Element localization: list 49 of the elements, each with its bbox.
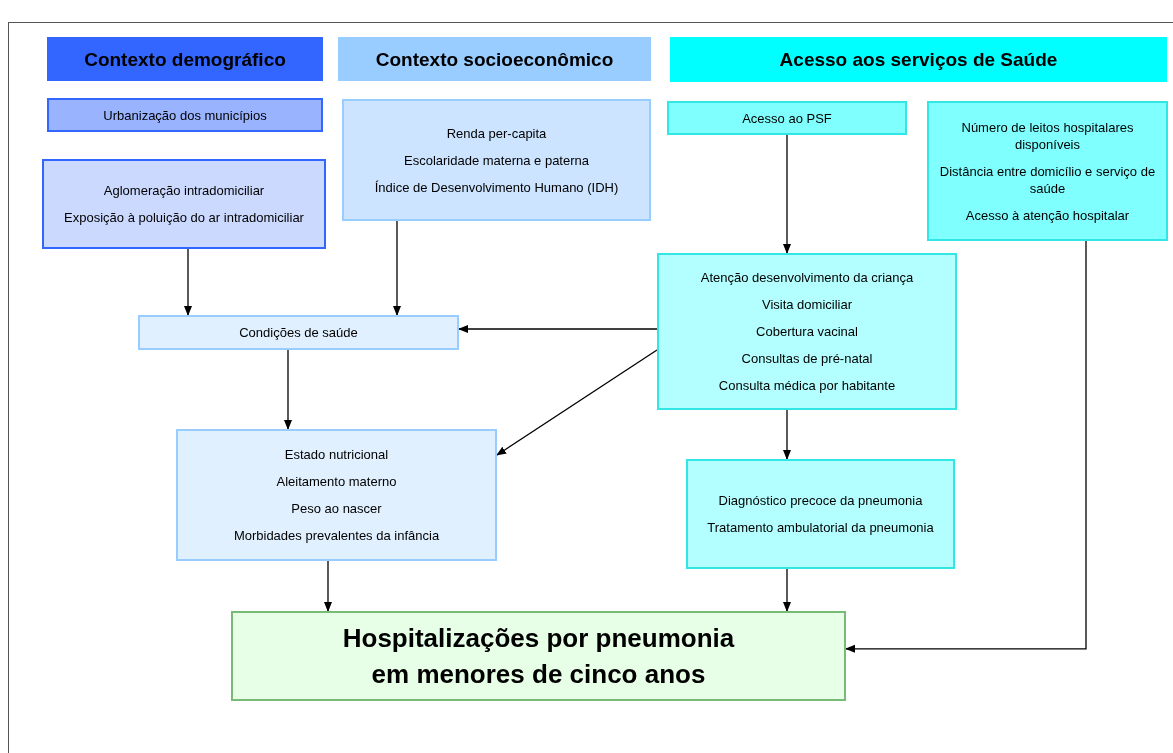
arrow [184, 248, 192, 316]
factor-box [667, 101, 907, 135]
outcome-box [231, 611, 846, 701]
category-header [47, 37, 323, 81]
node-text: Condições de saúde [239, 324, 358, 341]
node-text: Peso ao nascer [291, 500, 382, 517]
node-text: Acesso ao PSF [742, 109, 832, 127]
node-text: Consulta médica por habitante [718, 377, 896, 394]
node-text: Diagnóstico precoce da pneumonia [718, 492, 923, 509]
node-text: Renda per-capita [446, 124, 547, 142]
arrow [284, 349, 292, 430]
node-text: Exposição à poluição do ar intradomiciliar [64, 209, 304, 226]
factor-box [686, 459, 955, 569]
arrow [783, 409, 791, 460]
arrow [783, 568, 791, 612]
factor-box [42, 159, 326, 249]
node-text: Tratamento ambulatorial da pneumonia [707, 519, 934, 536]
factor-box [47, 98, 323, 132]
node-text: Visita domiciliar [761, 296, 853, 313]
arrow [393, 220, 401, 316]
factor-box [927, 101, 1168, 241]
node-text: Acesso à atenção hospitalar [965, 206, 1130, 224]
node-text: Contexto demográfico [84, 50, 286, 68]
node-text: Urbanização dos municípios [103, 106, 267, 124]
arrow [783, 134, 791, 254]
node-text: Contexto socioeconômico [375, 50, 614, 68]
factor-box [657, 253, 957, 410]
node-text: Consultas de pré-natal [741, 350, 873, 367]
arrow [845, 240, 1087, 653]
factor-box [138, 315, 459, 350]
node-text: Estado nutricional [284, 446, 389, 463]
factor-box [176, 429, 497, 561]
node-text: Acesso aos serviços de Saúde [779, 51, 1058, 68]
node-text: Escolaridade materna e paterna [404, 151, 589, 169]
node-text: Número de leitos hospitalares disponíveis [960, 118, 1135, 153]
node-text: Atenção desenvolvimento da criança [700, 269, 914, 286]
node-text: Distância entre domicílio e serviço de saúde [938, 162, 1157, 197]
node-text: Índice de Desenvolvimento Humano (IDH) [374, 178, 619, 196]
category-header [338, 37, 651, 81]
arrow [324, 560, 332, 612]
node-text: Aleitamento materno [276, 473, 397, 490]
arrow [496, 349, 658, 456]
arrow [458, 325, 658, 333]
node-text: Hospitalizações por pneumonia em menores de cinco anos [341, 622, 736, 691]
node-text: Cobertura vacinal [756, 323, 858, 340]
factor-box [342, 99, 651, 221]
node-text: Morbidades prevalentes da infância [233, 527, 440, 544]
node-text: Aglomeração intradomiciliar [103, 182, 265, 199]
category-header [670, 37, 1167, 82]
